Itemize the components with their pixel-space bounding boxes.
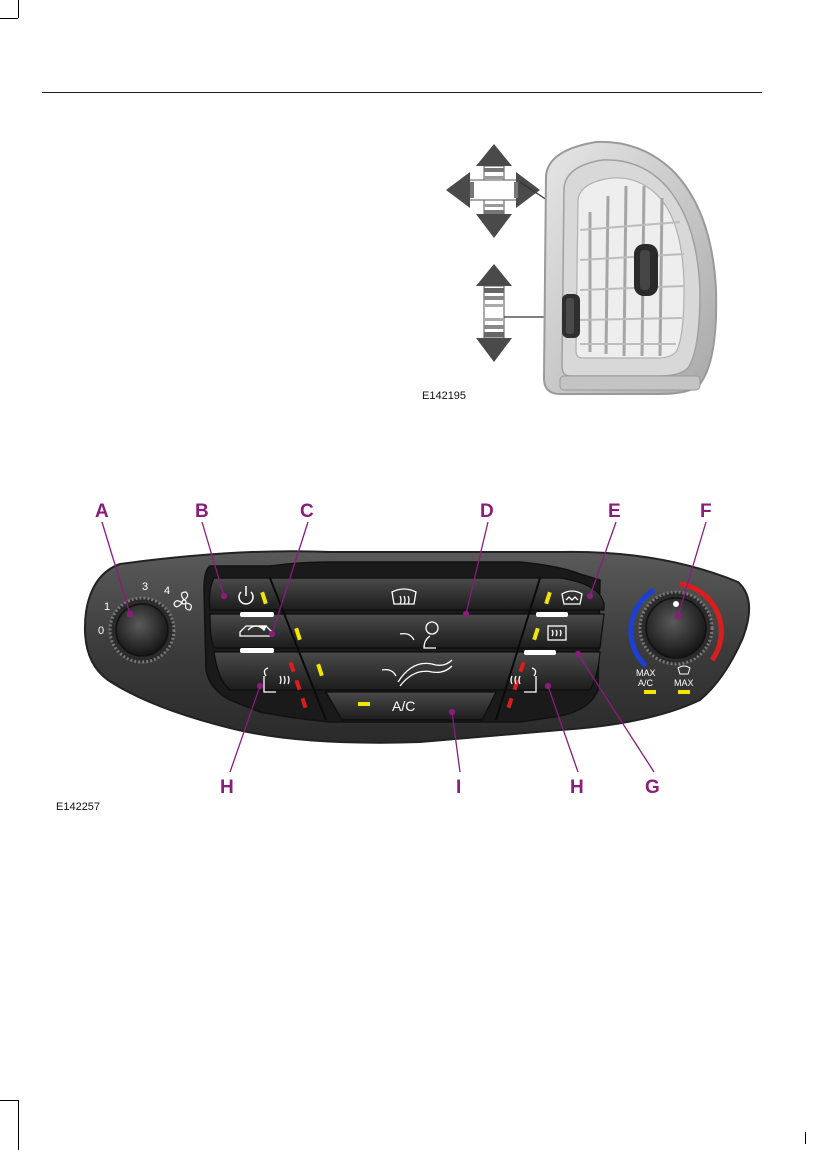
crop-mark-top-left-horizontal [0,18,18,19]
arrow-four-way-icon [446,144,540,238]
callout-label: D [480,501,494,522]
fan-speed-mark: 3 [142,581,148,593]
red-indicators [288,661,526,709]
fan-speed-mark: 0 [98,625,104,637]
yellow-indicators [260,591,690,706]
indicator-bar [240,648,274,653]
figure-code: E142195 [422,390,467,402]
header-rule [42,92,762,93]
feet-airflow-icon[interactable] [381,659,453,687]
power-icon[interactable] [238,586,254,605]
callout-label: E [608,501,621,522]
heated-seat-icon[interactable] [263,667,290,693]
crop-mark-top-left-vertical [18,0,19,18]
fan-speed-mark: 4 [164,585,170,597]
callout-label: B [195,501,209,522]
heated-seat-icon[interactable] [510,667,537,693]
callout-label: C [300,501,314,522]
fan-speed-mark: 1 [104,601,110,613]
callout-label: G [645,777,660,798]
callout-label: F [700,501,712,522]
rear-defrost-icon[interactable] [547,625,567,641]
crop-mark-bottom-right [805,1132,806,1144]
crop-mark-bottom-left-horizontal [0,1100,18,1101]
indicator-bar [240,612,274,617]
temperature-knob[interactable] [628,581,724,668]
callout-label: H [220,777,234,798]
callout-label: I [456,777,461,798]
indicator-bar [536,612,568,617]
windshield-heat-icon[interactable] [561,590,583,605]
figure-code: E142257 [56,801,101,813]
fan-icon [173,591,192,611]
windshield-defrost-icon [677,665,691,675]
max-ac-label: MAX [636,668,656,678]
crop-mark-bottom-left-vertical [18,1100,19,1150]
fan-speed-knob[interactable] [108,596,176,664]
callout-label: H [570,777,584,798]
ac-button-label[interactable]: A/C [392,698,415,714]
max-ac-label: A/C [638,678,654,688]
arrow-up-down-icon [476,264,512,362]
vent-housing [542,140,718,395]
callout-label: A [95,501,109,522]
callout-leaders [101,521,707,773]
indicator-bar [524,650,556,655]
max-defrost-label: MAX [674,678,694,688]
windshield-defrost-icon[interactable] [391,588,417,605]
face-airflow-icon[interactable] [399,621,439,649]
